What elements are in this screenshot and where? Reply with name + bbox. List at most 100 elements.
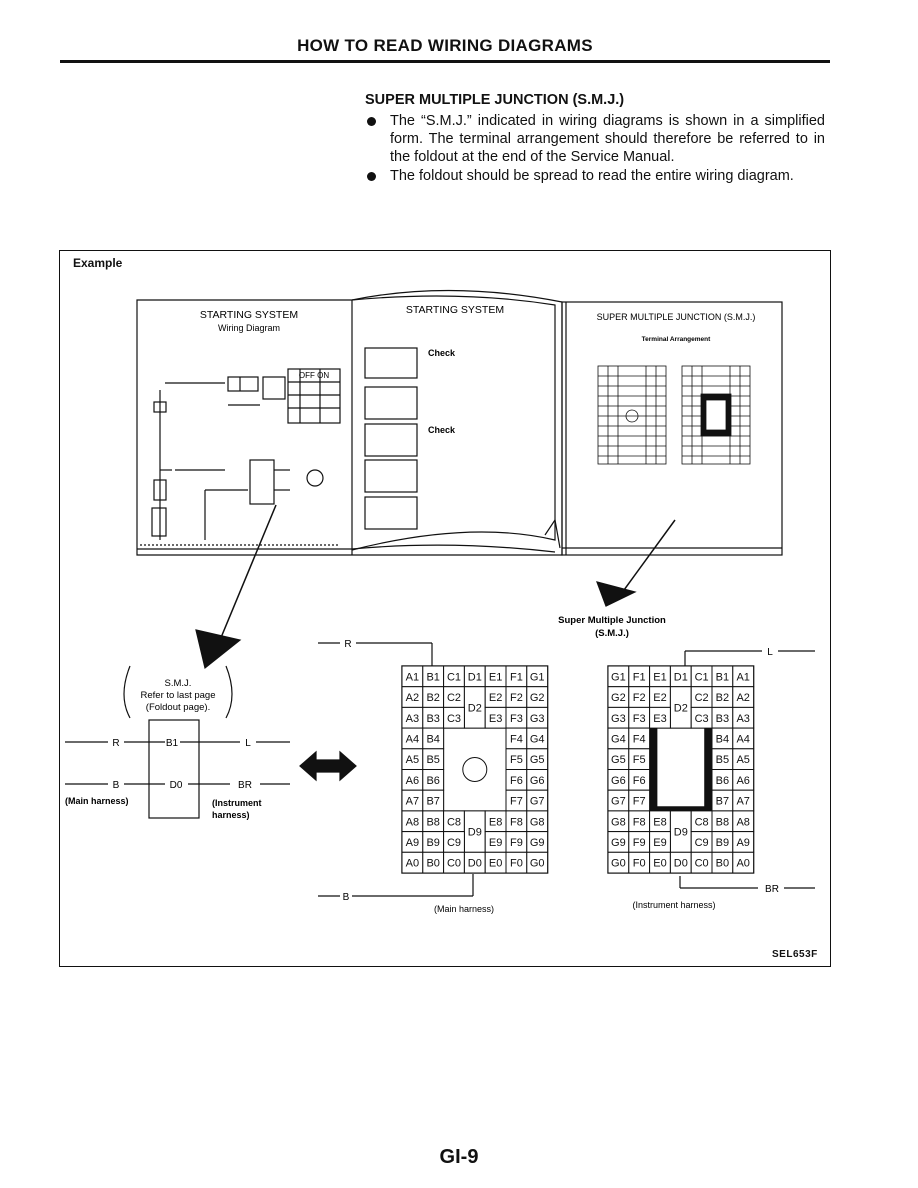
smj-wire-r: R: [112, 738, 119, 749]
terminal-label: F1: [510, 671, 523, 683]
terminal-label: G9: [611, 837, 626, 849]
terminal-label: E9: [489, 837, 502, 849]
terminal-label: A0: [736, 858, 749, 870]
terminal-label: G5: [611, 754, 626, 766]
terminal-label: G1: [530, 671, 545, 683]
terminal-label: B0: [716, 858, 729, 870]
smj-note-line2: Refer to last page: [141, 690, 216, 701]
terminal-label: D1: [468, 671, 482, 683]
terminal-label: G3: [530, 713, 545, 725]
terminal-label: B3: [716, 713, 729, 725]
terminal-label: E8: [489, 816, 502, 828]
terminal-label: F4: [633, 733, 646, 745]
terminal-label: E8: [653, 816, 666, 828]
terminal-label: G8: [611, 816, 626, 828]
terminal-label: G2: [611, 692, 626, 704]
terminal-label: C2: [447, 692, 461, 704]
terminal-label: D0: [674, 858, 688, 870]
book-right-subtitle: Terminal Arrangement: [642, 336, 711, 343]
bullet-list: The “S.M.J.” indicated in wiring diagram…: [365, 112, 825, 186]
header-rule: [60, 60, 830, 63]
smj-instrument-harness-2: harness): [212, 810, 250, 820]
smj-terminal-d0: D0: [170, 780, 183, 791]
terminal-label: E9: [653, 837, 666, 849]
terminal-label: D2: [674, 702, 688, 714]
page-header-title: HOW TO READ WIRING DIAGRAMS: [297, 36, 593, 55]
terminal-label: A1: [736, 671, 749, 683]
terminal-label: G0: [611, 858, 626, 870]
terminal-label: C3: [447, 713, 461, 725]
smj-wire-br: BR: [238, 780, 252, 791]
terminal-label: E3: [489, 713, 502, 725]
bullet-item: The foldout should be spread to read the…: [365, 167, 825, 185]
book-check-1: Check: [428, 348, 456, 358]
mini-main-connector: [597, 365, 667, 465]
terminal-label: B5: [426, 754, 439, 766]
terminal-label: B4: [716, 733, 729, 745]
terminal-label: G4: [611, 733, 626, 745]
terminal-label: F6: [633, 775, 646, 787]
terminal-label: B2: [426, 692, 439, 704]
terminal-label: B9: [426, 837, 439, 849]
terminal-label: G7: [611, 796, 626, 808]
terminal-label: A7: [406, 796, 419, 808]
terminal-label: B4: [426, 733, 439, 745]
smj-note-line1: S.M.J.: [165, 678, 192, 689]
terminal-label: A6: [736, 775, 749, 787]
smj-wire-b: B: [113, 780, 120, 791]
main-wire-r: R: [344, 639, 351, 650]
terminal-label: C1: [447, 671, 461, 683]
bullet-icon: [367, 172, 376, 181]
instrument-wire-l: L: [767, 647, 773, 658]
terminal-label: A0: [406, 858, 419, 870]
section-title: SUPER MULTIPLE JUNCTION (S.M.J.): [365, 92, 625, 108]
terminal-label: E1: [489, 671, 502, 683]
terminal-label: A8: [736, 816, 749, 828]
connector-cell: [526, 851, 549, 874]
terminal-label: C0: [695, 858, 709, 870]
terminal-label: B0: [426, 858, 439, 870]
terminal-label: G3: [611, 713, 626, 725]
terminal-label: F3: [633, 713, 646, 725]
terminal-label: B7: [426, 796, 439, 808]
connector-cell: [732, 851, 755, 874]
page-number: GI-9: [439, 1146, 479, 1168]
terminal-label: G6: [530, 775, 545, 787]
terminal-label: A4: [406, 733, 419, 745]
mini-instrument-connector: [681, 365, 751, 465]
bullet-item: The “S.M.J.” indicated in wiring diagram…: [365, 112, 825, 166]
terminal-label: B3: [426, 713, 439, 725]
instrument-wire-br: BR: [765, 884, 779, 895]
book-check-2: Check: [428, 425, 456, 435]
figure-code: SEL653F: [772, 949, 818, 960]
terminal-label: A7: [736, 796, 749, 808]
terminal-label: G5: [530, 754, 545, 766]
terminal-label: E0: [489, 858, 502, 870]
smj-terminal-b1: B1: [166, 738, 179, 749]
connector-cell: [649, 706, 671, 729]
terminal-label: D0: [468, 858, 482, 870]
terminal-label: F7: [633, 796, 646, 808]
terminal-label: F2: [510, 692, 523, 704]
terminal-label: F0: [633, 858, 646, 870]
terminal-label: A2: [736, 692, 749, 704]
terminal-label: D9: [468, 827, 482, 839]
example-frame: [59, 250, 831, 967]
smj-caption-2: (S.M.J.): [595, 628, 629, 639]
book-left-title: STARTING SYSTEM: [200, 309, 298, 321]
smj-note-line3: (Foldout page).: [146, 702, 210, 713]
terminal-label: F3: [510, 713, 523, 725]
terminal-label: A8: [406, 816, 419, 828]
terminal-label: E1: [653, 671, 666, 683]
terminal-label: F5: [633, 754, 646, 766]
terminal-label: B8: [716, 816, 729, 828]
terminal-label: A2: [406, 692, 419, 704]
terminal-label: B8: [426, 816, 439, 828]
terminal-label: F6: [510, 775, 523, 787]
terminal-label: D1: [674, 671, 688, 683]
terminal-label: C9: [695, 837, 709, 849]
terminal-label: C9: [447, 837, 461, 849]
terminal-label: A3: [406, 713, 419, 725]
